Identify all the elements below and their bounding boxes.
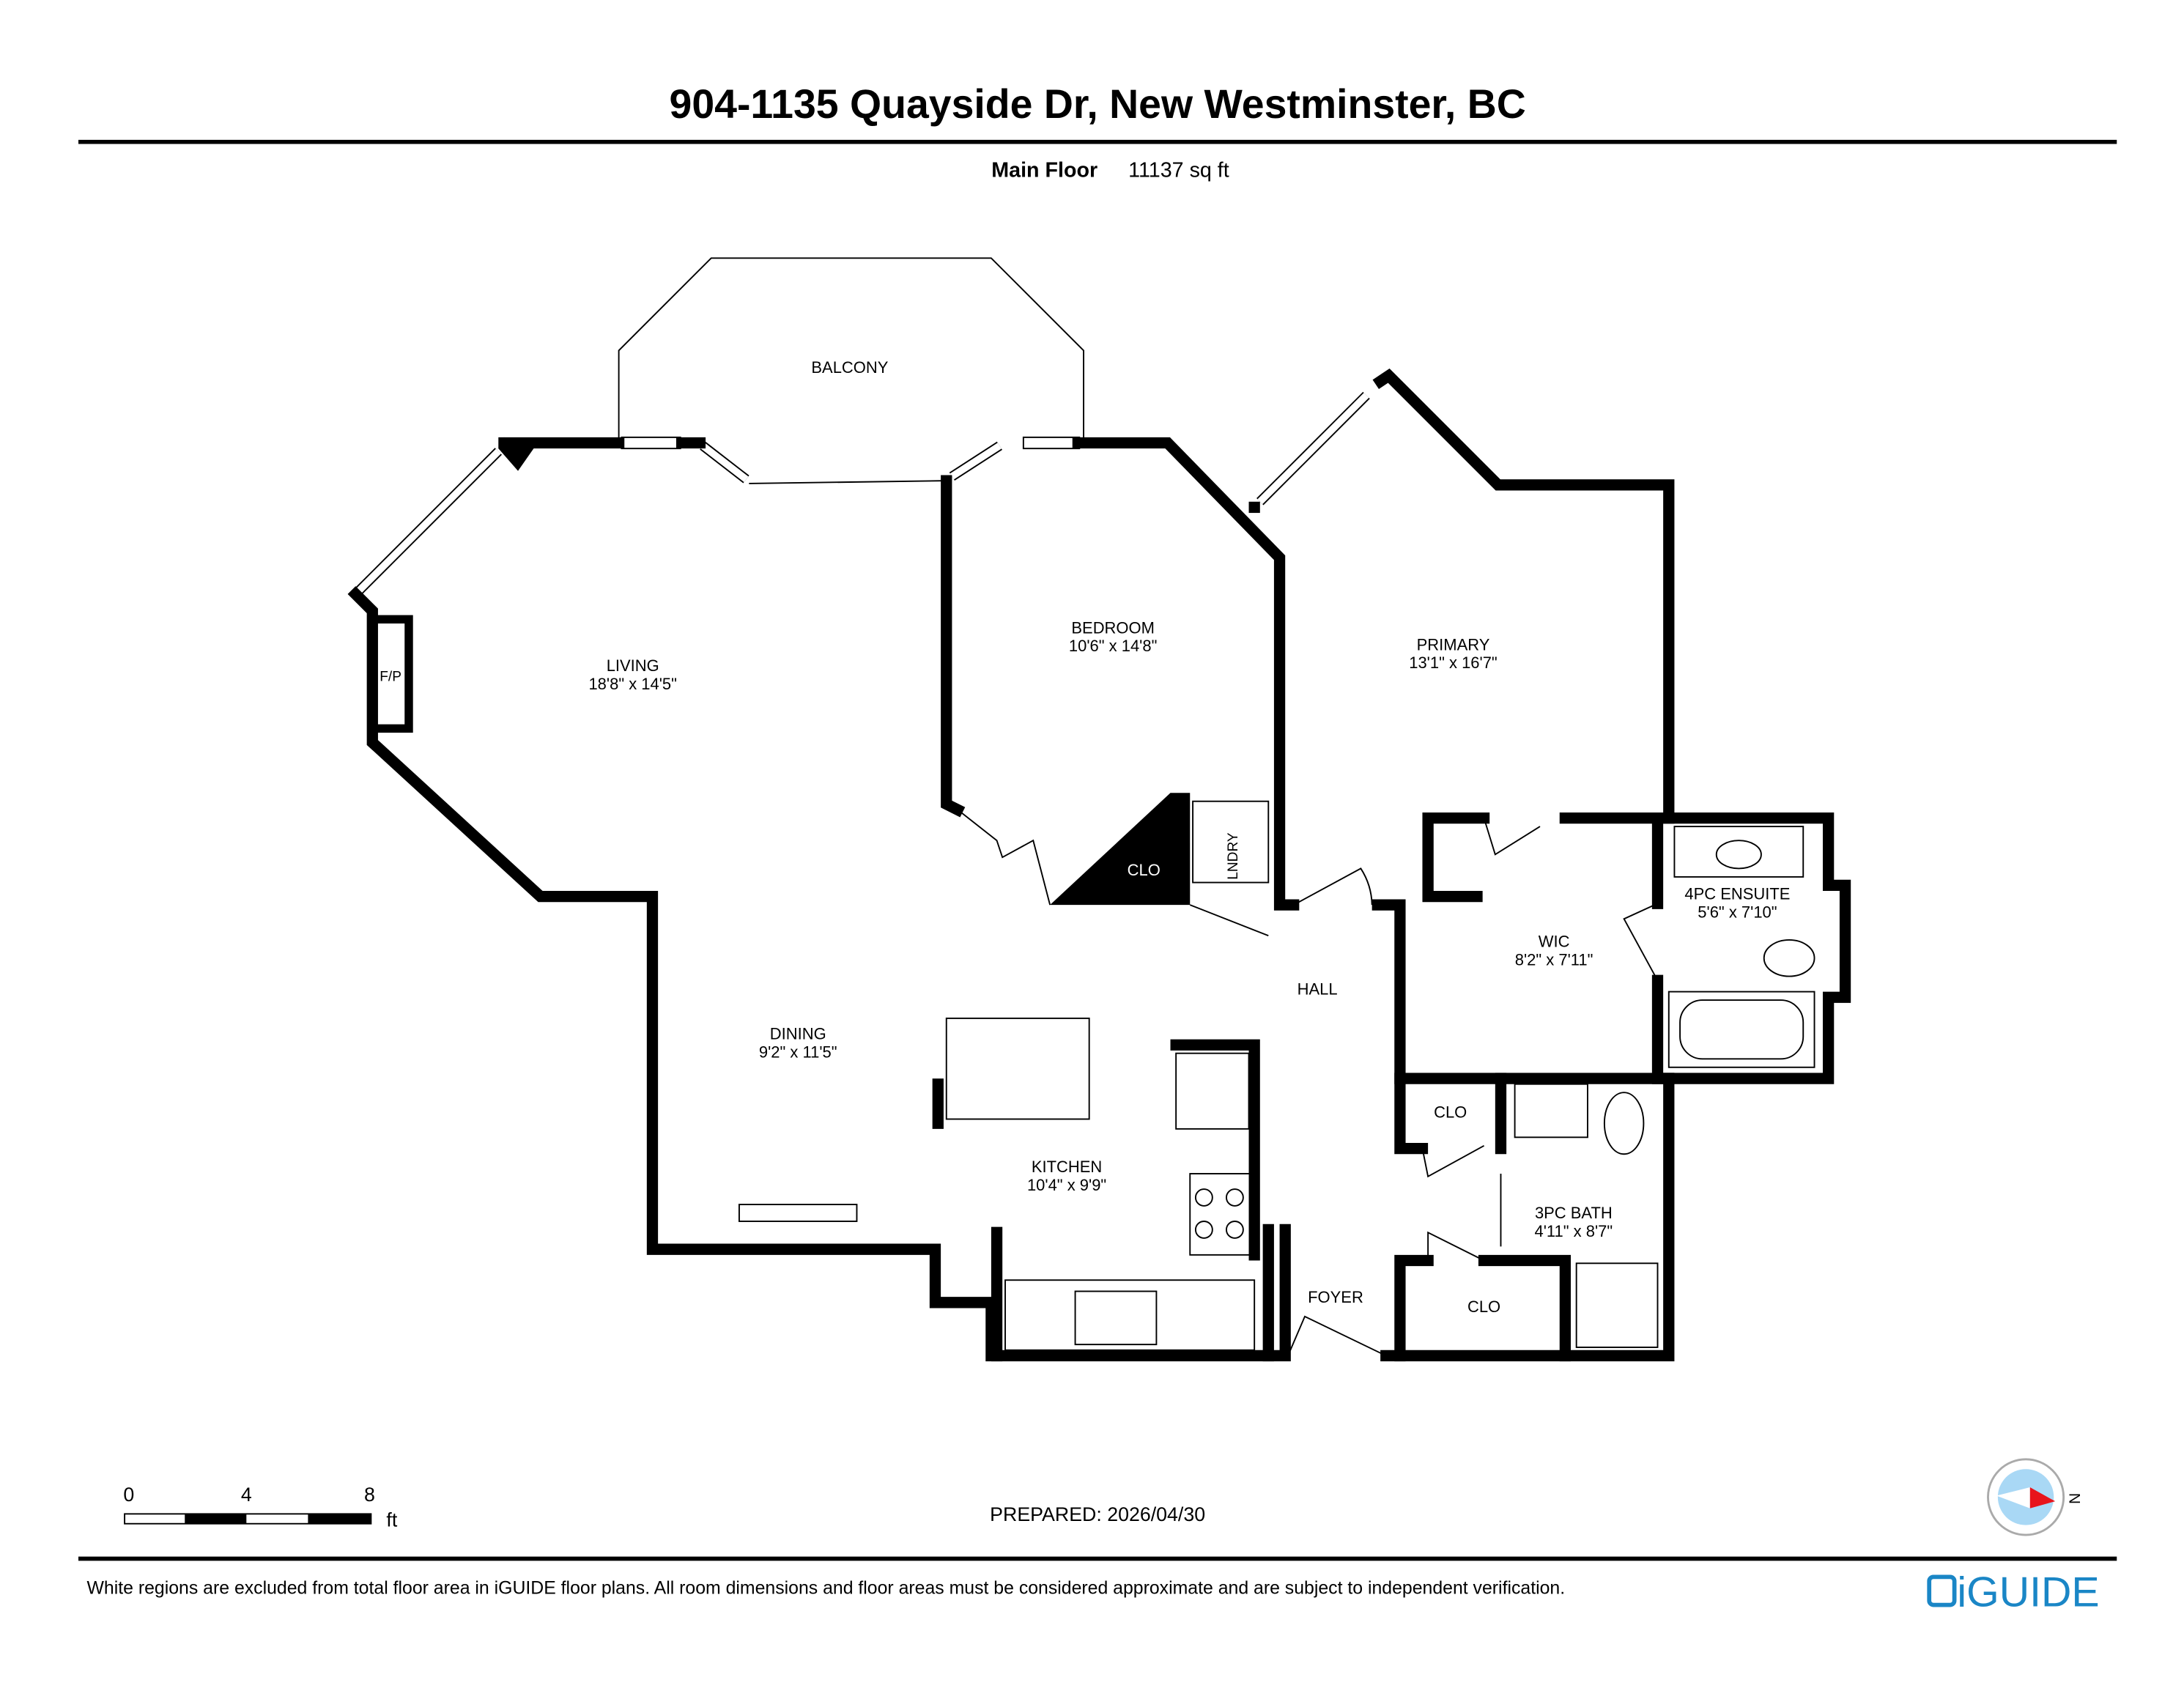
svg-text:N: N (2065, 1493, 2082, 1504)
svg-text:F/P: F/P (380, 669, 401, 684)
svg-text:CLO: CLO (1434, 1103, 1467, 1122)
svg-text:WIC: WIC (1539, 932, 1570, 950)
svg-text:ft: ft (386, 1509, 397, 1531)
svg-text:DINING: DINING (770, 1025, 826, 1043)
svg-text:BEDROOM: BEDROOM (1071, 618, 1155, 637)
floor-plan: BALCONY LIVING 18'8" x 14'5" BEDROOM 10'… (347, 257, 1851, 1362)
svg-text:PRIMARY: PRIMARY (1417, 635, 1490, 654)
svg-text:iGUIDE: iGUIDE (1957, 1569, 2099, 1615)
svg-text:BALCONY: BALCONY (811, 358, 888, 377)
svg-text:10'4" x 9'9": 10'4" x 9'9" (1027, 1176, 1106, 1194)
svg-text:4PC ENSUITE: 4PC ENSUITE (1684, 884, 1790, 903)
svg-text:3PC BATH: 3PC BATH (1535, 1204, 1613, 1222)
svg-text:10'6" x 14'8": 10'6" x 14'8" (1069, 637, 1158, 655)
windows (355, 391, 1370, 1222)
svg-text:KITCHEN: KITCHEN (1032, 1158, 1102, 1176)
closet-bedroom (1050, 793, 1191, 906)
svg-text:13'1" x 16'7": 13'1" x 16'7" (1409, 654, 1497, 672)
svg-text:4'11" x 8'7": 4'11" x 8'7" (1535, 1222, 1613, 1240)
svg-text:HALL: HALL (1298, 980, 1338, 998)
svg-text:LNDRY: LNDRY (1226, 832, 1241, 880)
prepared-date: PREPARED: 2026/04/30 (990, 1503, 1205, 1525)
iguide-logo: iGUIDE (1927, 1569, 2100, 1615)
svg-text:18'8" x 14'5": 18'8" x 14'5" (588, 675, 676, 693)
svg-text:8: 8 (364, 1484, 375, 1506)
svg-text:CLO: CLO (1467, 1298, 1500, 1316)
disclaimer: White regions are excluded from total fl… (86, 1578, 1565, 1598)
balcony-outline (618, 257, 1084, 443)
svg-text:4: 4 (241, 1484, 252, 1506)
svg-text:LIVING: LIVING (607, 656, 659, 675)
floor-area: 11137 sq ft (1128, 158, 1229, 182)
floor-label: Main Floor (991, 158, 1097, 182)
walls (347, 368, 1851, 1362)
svg-text:FOYER: FOYER (1308, 1288, 1363, 1306)
page-title: 904-1135 Quayside Dr, New Westminster, B… (670, 81, 1526, 127)
svg-text:5'6" x 7'10": 5'6" x 7'10" (1698, 903, 1777, 921)
compass-icon: N (1987, 1458, 2082, 1536)
scale-bar: 0 4 8 ft (123, 1484, 397, 1530)
svg-text:9'2" x 11'5": 9'2" x 11'5" (759, 1043, 837, 1061)
svg-text:CLO: CLO (1128, 861, 1161, 879)
fixtures (945, 800, 1815, 1357)
svg-text:8'2" x 7'11": 8'2" x 7'11" (1515, 950, 1593, 969)
svg-text:0: 0 (123, 1484, 134, 1506)
room-labels: BALCONY LIVING 18'8" x 14'5" BEDROOM 10'… (380, 358, 1790, 1316)
